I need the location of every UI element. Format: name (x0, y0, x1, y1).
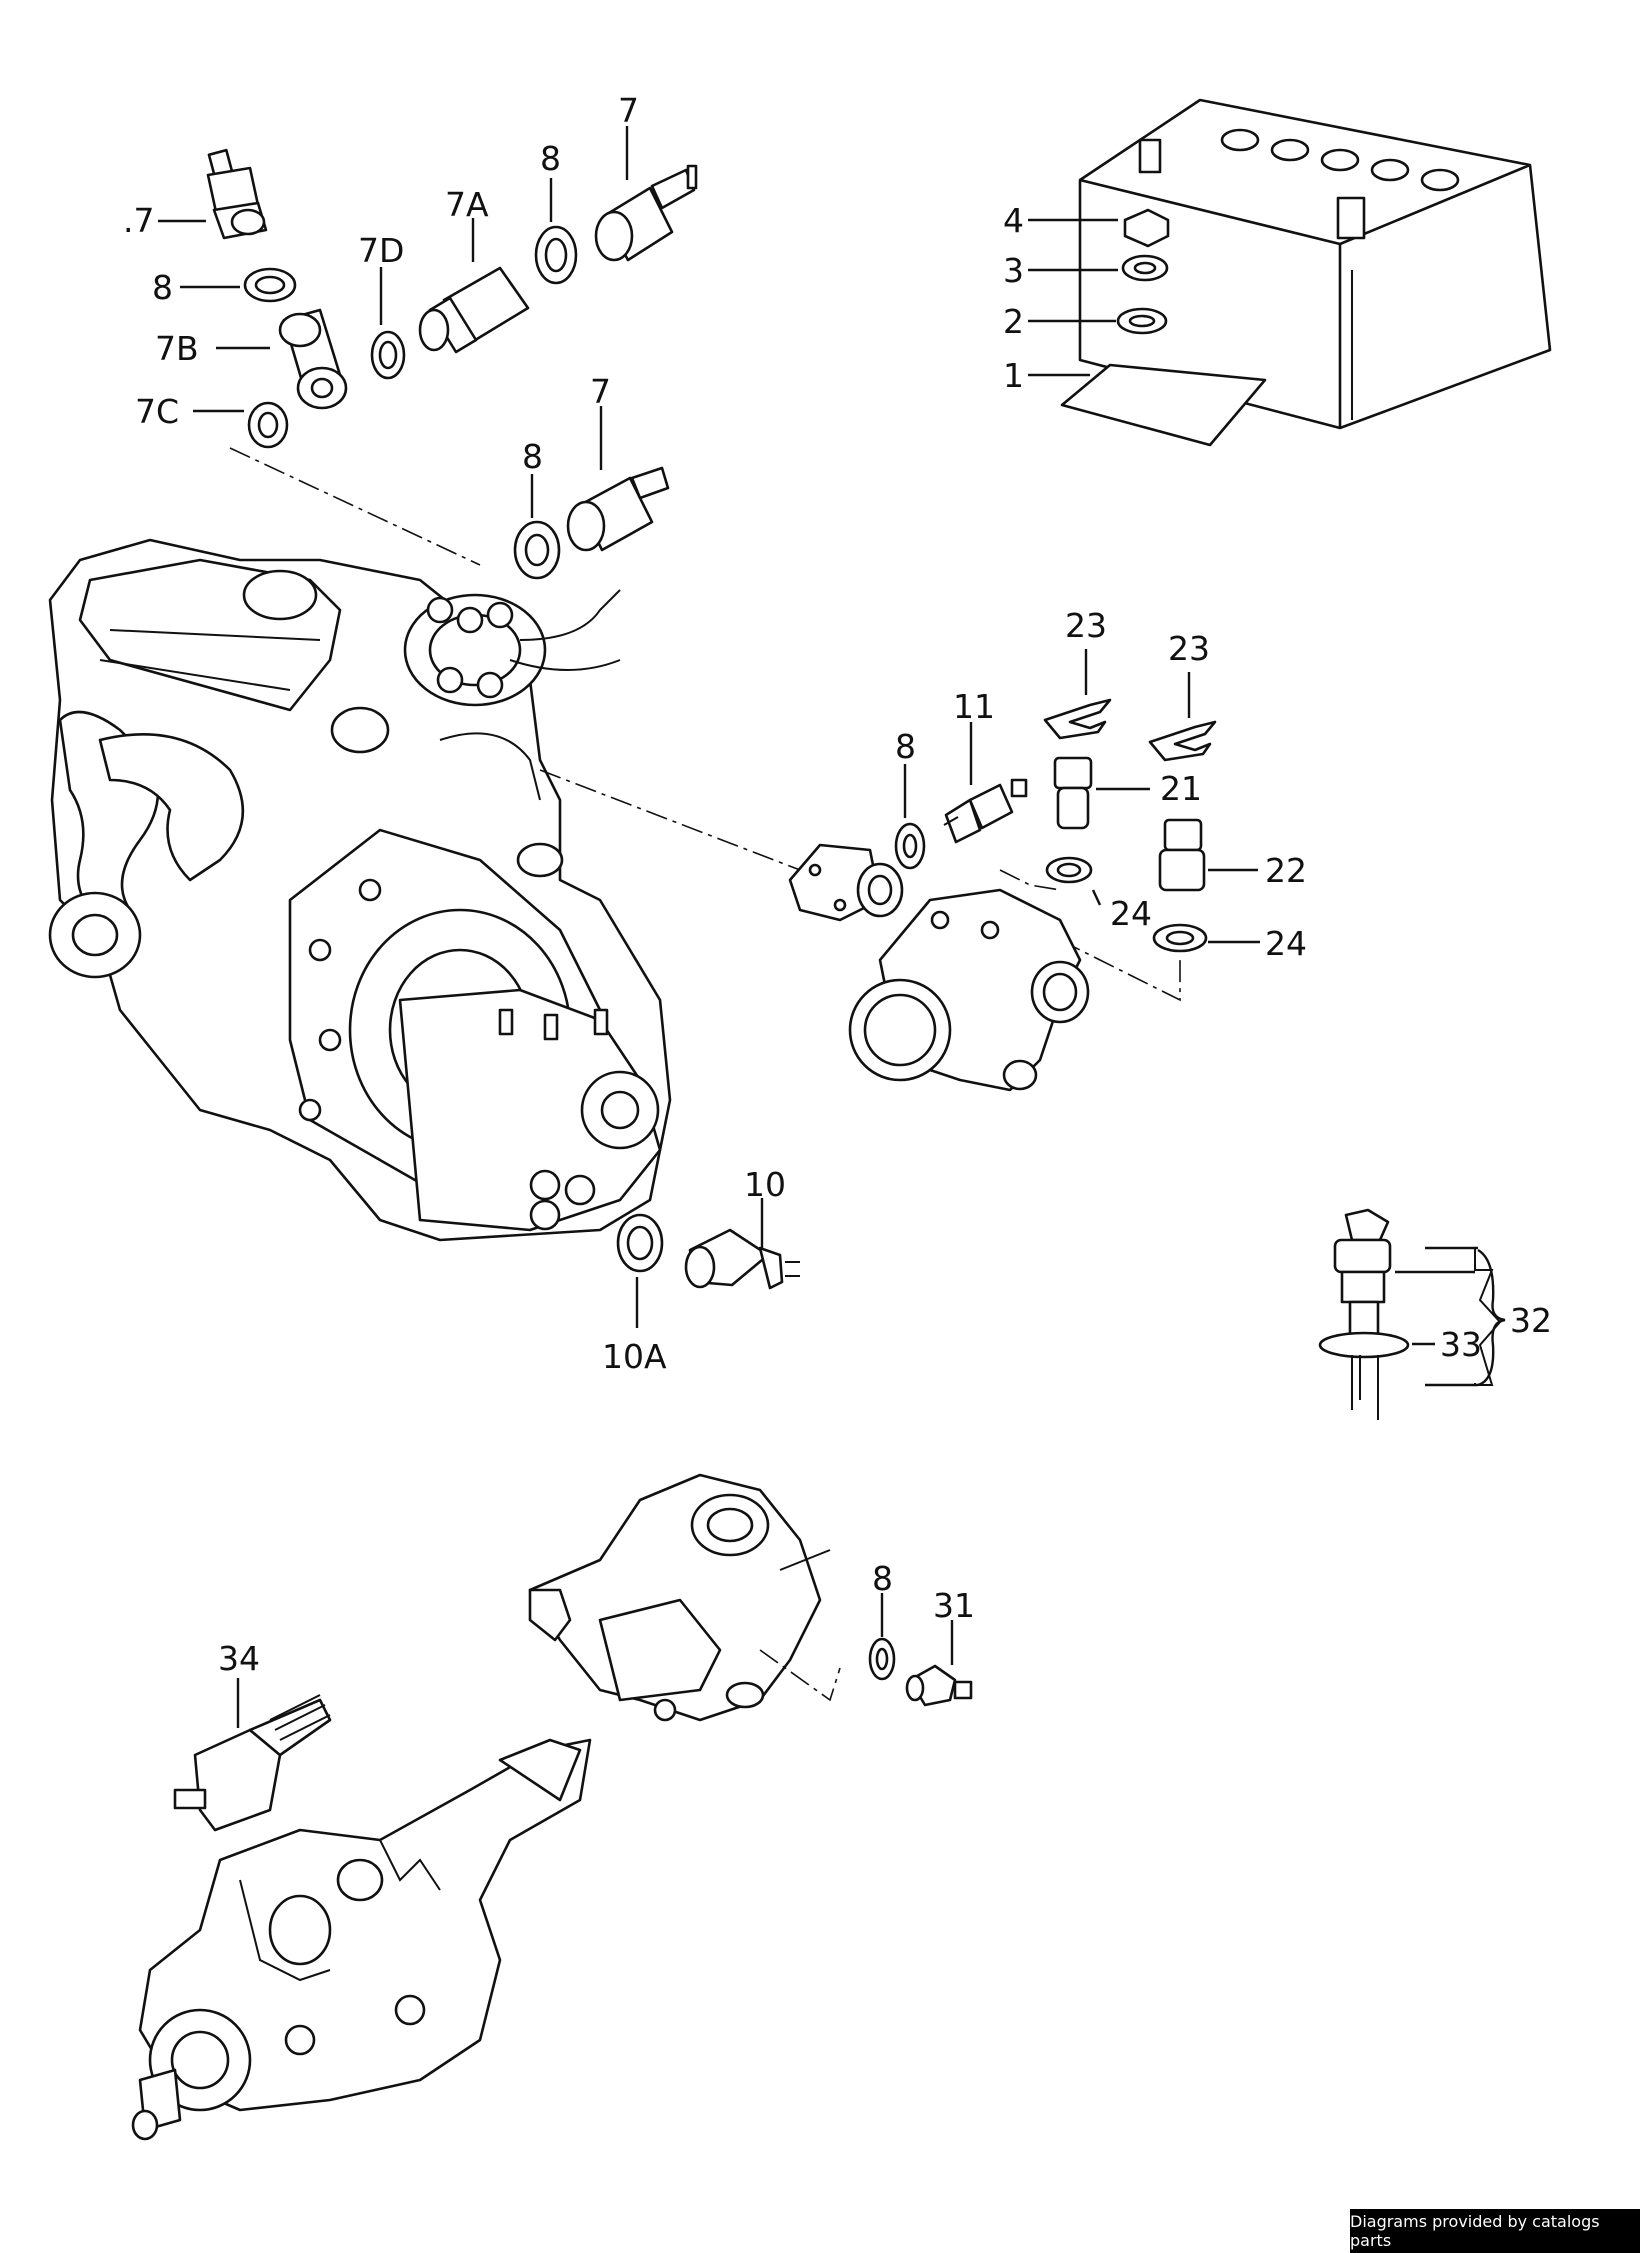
nut-4 (1123, 208, 1170, 248)
callout-7b: 7B (155, 329, 199, 368)
callout-32: 32 (1510, 1301, 1552, 1340)
temperature-sender-7-mid (594, 164, 698, 262)
callout-23-b: 23 (1168, 629, 1210, 668)
retaining-clip-23-b (1148, 720, 1217, 762)
carburetor-group: 8 31 (528, 1473, 975, 1722)
callout-8-mid: 8 (540, 139, 561, 178)
switch-34 (173, 1694, 332, 1832)
callout-31: 31 (933, 1586, 975, 1625)
adapter-7a (418, 266, 530, 354)
callout-7a: 7A (445, 185, 489, 224)
callout-24-b: 24 (1265, 924, 1307, 963)
callout-7d: 7D (358, 231, 404, 270)
sender-32-group: 33 32 (1318, 1208, 1552, 1420)
callout-8-flange: 8 (895, 727, 916, 766)
callout-10: 10 (744, 1165, 786, 1204)
temperature-sender-32 (1318, 1208, 1410, 1420)
callout-22: 22 (1265, 851, 1307, 890)
clamp-plate-1 (1060, 363, 1267, 447)
engine-assembly: 8 7 (48, 372, 801, 1242)
callout-7-engine: 7 (590, 372, 611, 411)
temperature-sender-11 (943, 778, 1028, 844)
sender-group-top-left: .7 8 7B 7C 7D 7A (123, 91, 698, 566)
oil-pressure-switch-10 (684, 1228, 800, 1290)
callout-24-a: 24 (1110, 894, 1152, 933)
retaining-clip-23-a (1043, 698, 1112, 740)
coolant-flange-group: 8 11 23 23 21 22 (788, 606, 1307, 1092)
callout-8-carb: 8 (872, 1559, 893, 1598)
temperature-sender-7-top-left (206, 148, 268, 240)
carburetor (528, 1473, 831, 1722)
temperature-sender-7-engine (566, 466, 670, 552)
callout-11: 11 (953, 687, 995, 726)
battery-group: 4 3 2 1 (1003, 98, 1552, 447)
callout-7c: 7C (135, 392, 179, 431)
callout-7-mid: 7 (618, 91, 639, 130)
callout-1: 1 (1003, 356, 1024, 395)
adapter-7b (278, 308, 348, 410)
callout-21: 21 (1160, 769, 1202, 808)
callout-8-left: 8 (152, 268, 173, 307)
footer-credit: Diagrams provided by catalogs parts (1350, 2209, 1640, 2253)
oil-switch-group: 10A 10 (602, 1165, 800, 1376)
thermostat-housing (848, 888, 1090, 1092)
callout-4: 4 (1003, 201, 1024, 240)
diesel-injection-pump (131, 1738, 592, 2141)
callout-3: 3 (1003, 251, 1024, 290)
callout-2: 2 (1003, 302, 1024, 341)
idle-cut-off-valve-31 (905, 1664, 973, 1707)
callout-33: 33 (1440, 1325, 1482, 1364)
battery (1078, 98, 1552, 430)
coolant-flange (788, 843, 904, 922)
callout-10a: 10A (602, 1337, 667, 1376)
temperature-sender-22 (1158, 818, 1206, 892)
callout-34: 34 (218, 1639, 260, 1678)
callout-7-top-left: .7 (123, 201, 155, 240)
callout-8-engine: 8 (522, 437, 543, 476)
callout-23-a: 23 (1065, 606, 1107, 645)
injection-pump-group: 34 (131, 1639, 592, 2141)
temperature-sender-21 (1053, 756, 1093, 830)
